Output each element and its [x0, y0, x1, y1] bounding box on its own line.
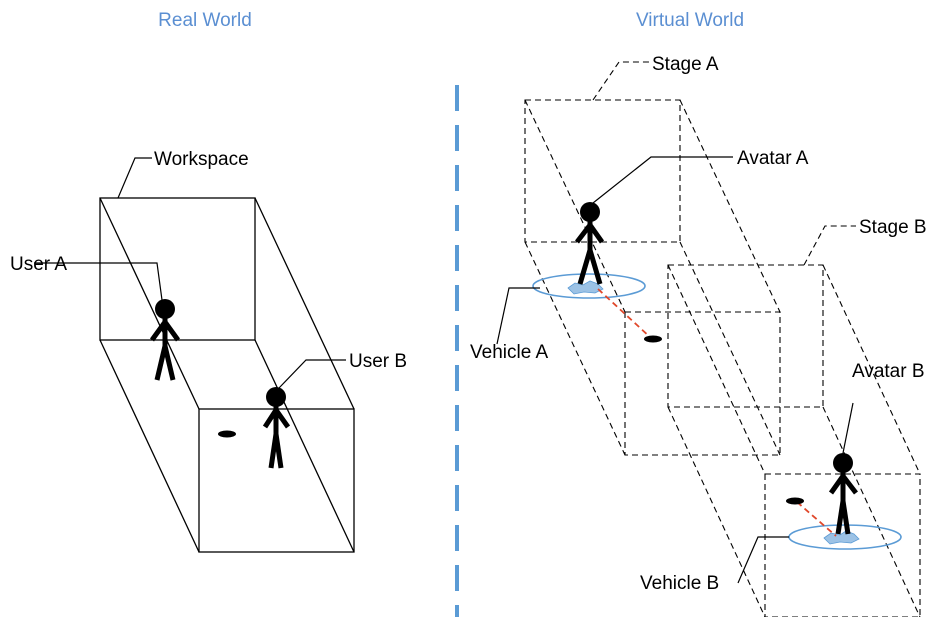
- workspace-leader: [117, 157, 152, 199]
- avatar-b-leader: [842, 402, 854, 454]
- stage-a-box: [524, 99, 781, 456]
- workspace-hole-marker: [218, 430, 236, 438]
- vehicle-a-leader: [496, 287, 540, 345]
- stage-b-label: Stage B: [859, 217, 927, 238]
- virtual-world-header: Virtual World: [636, 10, 744, 31]
- stage-b-leader: [803, 225, 856, 266]
- avatar-a-figure: [575, 202, 605, 285]
- avatar-a-label: Avatar A: [737, 148, 809, 169]
- stage-a-label: Stage A: [652, 54, 719, 75]
- avatar-a-leader: [592, 156, 733, 204]
- stage-a-hole-marker: [644, 335, 662, 343]
- stage-b-hole-marker: [786, 497, 804, 505]
- user-a-label: User A: [10, 254, 67, 275]
- user-a-figure: [149, 299, 181, 381]
- avatar-b-label: Avatar B: [852, 361, 925, 382]
- vehicle-a-ring: [532, 273, 646, 299]
- avatar-b-figure: [828, 453, 858, 535]
- stage-a-leader: [592, 61, 650, 101]
- vehicle-a-label: Vehicle A: [470, 342, 548, 363]
- vehicle-b-leader: [737, 536, 789, 584]
- vehicle-a-footprint: [567, 280, 604, 295]
- user-b-label: User B: [349, 351, 407, 372]
- vehicle-b-footprint: [823, 530, 860, 545]
- real-world-header: Real World: [158, 10, 252, 31]
- stage-b-box: [667, 264, 921, 617]
- user-b-leader: [278, 359, 346, 389]
- user-a-leader: [34, 262, 163, 301]
- workspace-box: [99, 197, 355, 553]
- vehicle-b-tether: [796, 501, 837, 537]
- vehicle-a-tether: [597, 288, 652, 339]
- vehicle-b-label: Vehicle B: [640, 573, 719, 594]
- workspace-label: Workspace: [154, 149, 249, 170]
- user-b-figure: [262, 387, 291, 469]
